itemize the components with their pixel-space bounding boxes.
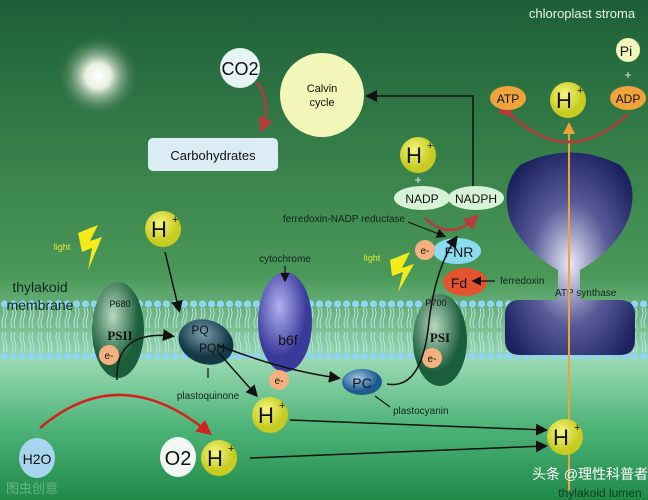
proton-uptake-arrow: [164, 251, 183, 313]
calvin-label-1: Calvin: [307, 83, 338, 95]
calvin-cycle: [280, 53, 364, 137]
electron-label: e-: [421, 246, 430, 257]
proton-stroma-atp: H +: [550, 82, 586, 118]
atp-synthase-label: ATP synthase: [555, 288, 617, 299]
light-label: light: [54, 242, 71, 252]
oxygen-molecule: [160, 437, 196, 477]
o2-label: O2: [165, 448, 192, 470]
svg-text:H: H: [406, 143, 422, 168]
nadp-molecule: [394, 186, 450, 210]
pq-proton-release-arrow: [217, 351, 258, 398]
lumen-label: thylakoid lumen: [558, 486, 641, 500]
sun-glow: [56, 34, 140, 118]
co2-label: CO2: [221, 59, 258, 79]
watermark-toutiao: 头条 @理性科普者: [532, 466, 648, 482]
nadp-reduction-arrow: [424, 214, 479, 232]
svg-text:H: H: [207, 446, 223, 471]
lightning-icon: [78, 225, 102, 270]
fnr-description: ferredoxin-NADP reductase: [283, 214, 406, 225]
svg-text:H: H: [556, 88, 572, 113]
h2o-label: H2O: [23, 451, 52, 467]
b6f-label: b6f: [278, 332, 298, 348]
p680-label: P680: [109, 299, 130, 309]
fd-label: Fd: [451, 275, 467, 291]
proton-stroma-pq: H +: [145, 211, 181, 247]
adp-label: ADP: [616, 92, 641, 106]
watermark-tuchong: 图虫创意: [6, 481, 58, 496]
water-splitting-arrow: [39, 393, 212, 436]
nadph-molecule: [448, 186, 504, 210]
svg-text:+: +: [172, 214, 178, 226]
psi-label: PSI: [430, 330, 450, 345]
pc-label: PC: [352, 375, 371, 391]
phosphate-molecule: [616, 38, 640, 62]
water-molecule: [19, 438, 55, 478]
proton-stroma-nadp: H +: [400, 137, 436, 173]
svg-text:+: +: [574, 422, 580, 434]
electron-label: e-: [428, 354, 437, 365]
pq-to-pc-arrow: [217, 344, 341, 383]
carbohydrates-box: [148, 138, 278, 171]
stroma-label: chloroplast stroma: [529, 6, 636, 21]
nadph-label: NADPH: [455, 192, 497, 206]
plastocyanin: [342, 369, 382, 395]
ferredoxin-label: ferredoxin: [500, 276, 544, 287]
electron: [99, 345, 119, 365]
atp-molecule: [490, 86, 526, 110]
svg-text:+: +: [228, 443, 234, 455]
fnr-pointer: [407, 221, 447, 238]
nadp-label: NADP: [405, 192, 438, 206]
proton-arrow: [249, 440, 548, 459]
pqh-label: PQH: [199, 341, 225, 355]
proton-lumen-pq: H +: [252, 397, 288, 433]
electron-label: e-: [275, 376, 284, 387]
lightning-icon: [390, 252, 414, 292]
psii-electron-path: [116, 329, 175, 381]
svg-text:H: H: [553, 425, 569, 450]
membrane-label-1: thylakoid: [12, 279, 67, 295]
plus-sign: +: [414, 173, 421, 187]
svg-text:H: H: [151, 217, 167, 242]
electron: [269, 370, 289, 390]
svg-text:H: H: [258, 403, 274, 428]
plus-sign: +: [624, 68, 631, 82]
atp-regeneration-arrow: [497, 101, 629, 144]
proton-arrow: [289, 419, 548, 436]
light-label: light: [364, 253, 381, 263]
plastoquinone-label: plastoquinone: [177, 391, 240, 402]
co2-molecule: [220, 48, 260, 88]
svg-text:+: +: [279, 400, 285, 412]
psi-electron-path: [386, 235, 458, 386]
atp-label: ATP: [497, 92, 519, 106]
pq-label: PQ: [191, 323, 208, 337]
proton-lumen-pool: H +: [547, 419, 583, 455]
fnr-label: FNR: [445, 244, 474, 260]
electron-label: e-: [105, 351, 114, 362]
co2-to-carbohydrate-arrow: [255, 81, 273, 133]
psii-label: PSII: [107, 328, 132, 343]
cytochrome-label: cytochrome: [259, 254, 311, 265]
carbohydrates-label: Carbohydrates: [170, 148, 256, 163]
calvin-label-2: cycle: [309, 97, 334, 109]
adp-molecule: [610, 86, 646, 110]
pi-label: Pi: [620, 43, 632, 59]
svg-text:+: +: [577, 85, 583, 97]
cytochrome-b6f: [258, 272, 312, 372]
svg-text:+: +: [427, 140, 433, 152]
plastocyanin-label: plastocyanin: [393, 406, 449, 417]
ferredoxin: [443, 268, 487, 296]
electron: [415, 240, 435, 260]
nadph-to-calvin-arrow: [365, 90, 474, 186]
p700-label: P700: [425, 298, 446, 308]
electron: [422, 348, 442, 368]
membrane-label-2: membrane: [7, 297, 74, 313]
plastocyanin-pointer: [374, 395, 391, 408]
proton-lumen-water: H +: [201, 440, 237, 476]
